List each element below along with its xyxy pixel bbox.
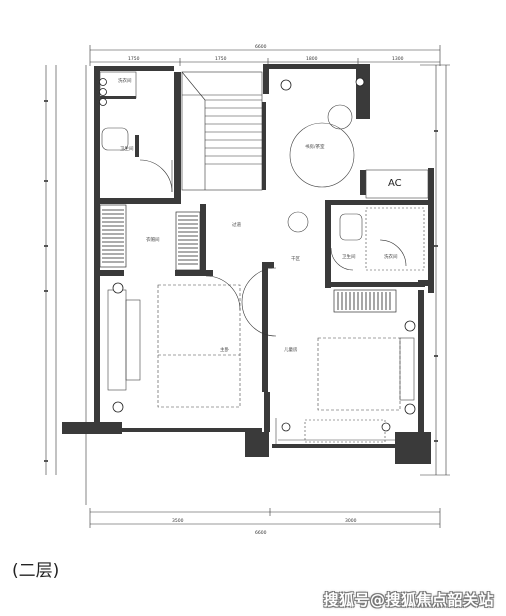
room-label-cloakroom: 衣帽间 <box>146 236 160 243</box>
room-label-wash-area: 干区 <box>291 256 300 262</box>
wardrobe-hatching <box>102 209 391 310</box>
dimension-top-total: 6600 <box>255 44 267 50</box>
dimension-top-3: 1800 <box>306 56 318 62</box>
room-label-laundry: 洗衣间 <box>384 253 398 260</box>
floor-caption: (二层) <box>12 561 60 581</box>
room-label-study: 书房/茶室 <box>305 143 325 150</box>
stairs <box>181 71 263 191</box>
dimension-top-1: 1750 <box>128 56 140 62</box>
dimension-top-4: 1300 <box>392 56 404 62</box>
room-label-washroom: 洗衣间 <box>118 77 132 84</box>
floor-plan: 1750 1750 1800 1300 6600 3500 3000 6600 <box>44 44 450 536</box>
doors <box>139 159 407 337</box>
dimension-top-2: 1750 <box>215 56 227 62</box>
dimension-bottom-1: 3500 <box>172 518 184 524</box>
room-label-bath2: 卫生间 <box>342 253 356 260</box>
walls <box>62 64 434 464</box>
room-label-corridor: 过道 <box>232 221 241 228</box>
watermark: 搜狐号@搜狐焦点韶关站 <box>323 591 494 609</box>
vertical-dimension-marks <box>44 100 438 462</box>
lamps <box>99 77 416 432</box>
dimension-bottom-total: 6600 <box>255 530 267 536</box>
room-label-master-bed: 主卧 <box>220 346 229 353</box>
room-label-bath1: 卫生间 <box>120 145 134 152</box>
room-label-kids-room: 儿童房 <box>284 346 298 353</box>
wardrobes <box>99 204 397 313</box>
ac-label: AC <box>388 178 402 189</box>
dimension-bottom-2: 3000 <box>345 518 357 524</box>
